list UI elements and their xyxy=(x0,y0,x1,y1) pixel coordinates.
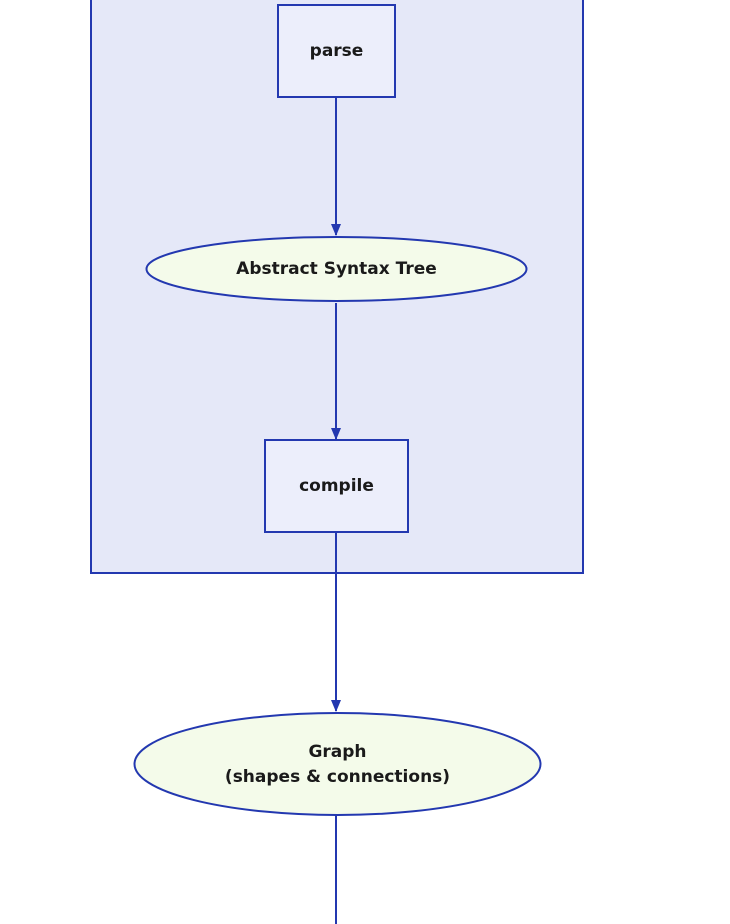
compile-box xyxy=(264,439,409,533)
graph-ellipse xyxy=(133,712,542,816)
graph-label-line2: (shapes & connections) xyxy=(225,767,450,787)
compile-node: compile xyxy=(264,439,409,533)
graph-label-line1: Graph xyxy=(308,742,366,762)
ast-label: Abstract Syntax Tree xyxy=(236,259,437,279)
parse-label: parse xyxy=(310,41,364,61)
parse-box xyxy=(277,4,396,98)
ast-node: Abstract Syntax Tree xyxy=(145,236,528,302)
graph-node: Graph (shapes & connections) xyxy=(133,712,542,816)
ast-ellipse xyxy=(145,236,528,302)
compile-label: compile xyxy=(299,476,374,496)
parse-node: parse xyxy=(277,4,396,98)
